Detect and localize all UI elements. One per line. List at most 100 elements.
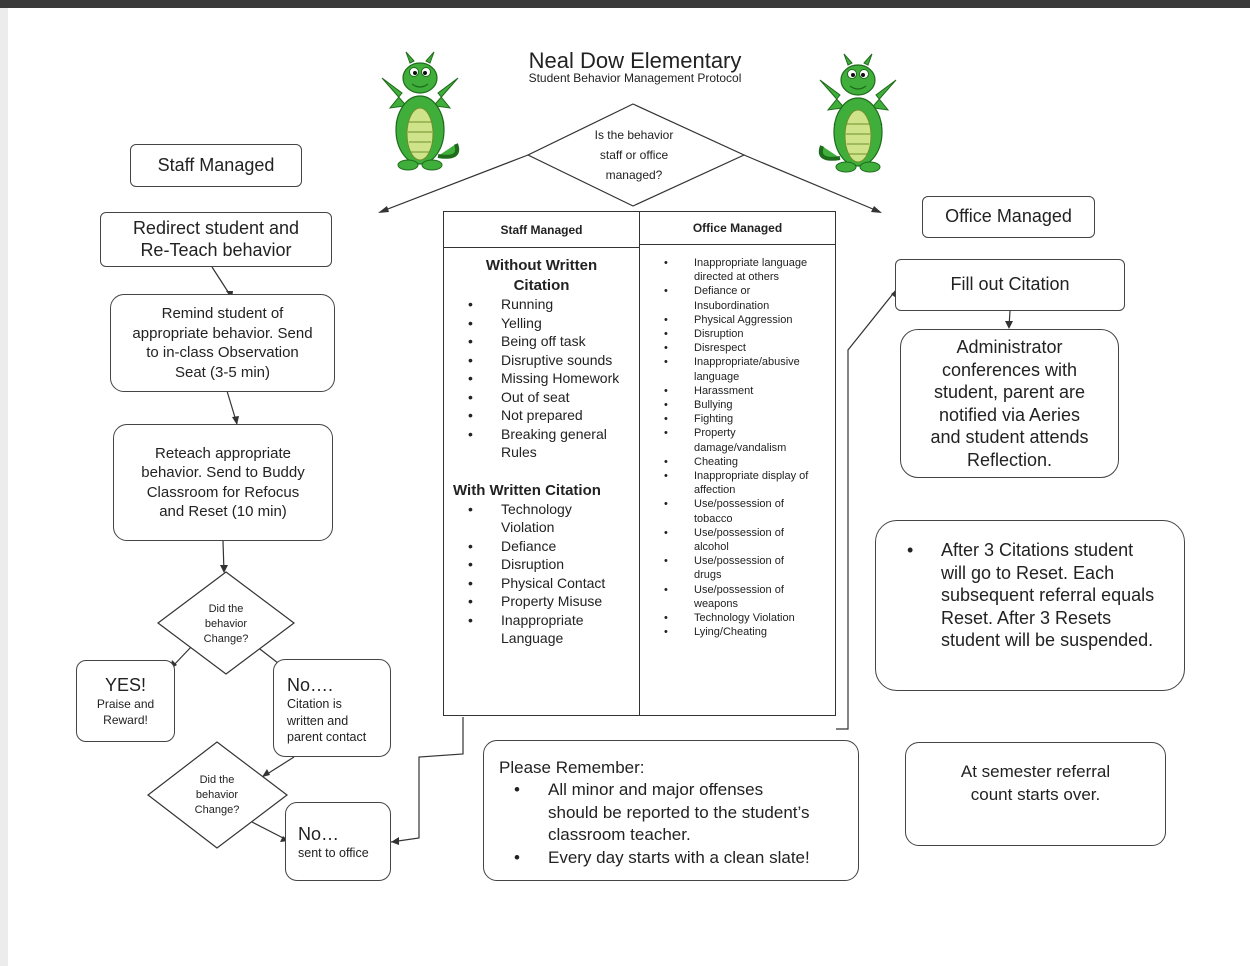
list-item: Physical Contact <box>444 574 639 593</box>
list-item: Cheating <box>640 455 835 469</box>
remember-line: should be reported to the student’s <box>548 802 810 822</box>
staff-managed-text: Staff Managed <box>157 154 275 175</box>
dragon-mascot-right-icon <box>818 53 897 173</box>
no-citation-line: Citation is <box>287 697 342 711</box>
reteach-box: Reteach appropriate behavior. Send to Bu… <box>113 424 333 541</box>
list-item: Disrespect <box>640 341 835 355</box>
admin-line: and student attends <box>930 427 1089 447</box>
without-heading-line: Citation <box>513 276 570 294</box>
rule-line: subsequent referral equals <box>941 585 1155 605</box>
list-item-line: Violation <box>501 519 555 535</box>
semester-line: At semester referral <box>960 762 1111 781</box>
rule-line: will go to Reset. Each <box>941 562 1115 583</box>
staff-managed-label: Staff Managed <box>130 144 302 187</box>
list-item-line: Insubordination <box>694 299 770 312</box>
list-item-line: Use/possession of <box>694 555 784 568</box>
list-item: Use/possession of alcohol <box>640 526 835 554</box>
list-item-line: Defiance or <box>694 285 751 298</box>
no-citation-line: parent contact <box>287 730 367 744</box>
list-item-line: language <box>694 370 740 383</box>
list-item-line: Inappropriate/abusive <box>694 356 800 369</box>
remind-line: appropriate behavior. Send <box>132 324 313 342</box>
admin-line: Administrator <box>956 337 1063 357</box>
table-header-office: Office Managed <box>640 212 835 245</box>
list-item-line: alcohol <box>694 541 729 554</box>
list-item: Disruption <box>640 327 835 341</box>
remember-box: Please Remember: • All minor and major o… <box>483 740 859 881</box>
list-item: Physical Aggression <box>640 313 835 327</box>
list-item-line: weapons <box>694 597 739 610</box>
no-citation-box: No…. Citation is written and parent cont… <box>273 659 391 757</box>
reteach-line: Classroom for Refocus <box>146 483 300 501</box>
reteach-line: and Reset (10 min) <box>159 503 287 520</box>
list-item-line: Use/possession of <box>694 526 784 539</box>
remember-line: Every day starts with a clean slate! <box>548 847 810 867</box>
decision-top-line: managed? <box>605 168 663 182</box>
list-item-line: drugs <box>694 569 722 582</box>
reteach-line: behavior. Send to Buddy <box>141 464 305 481</box>
list-item: Disruption <box>444 555 639 574</box>
admin-box: Administrator conferences with student, … <box>900 329 1119 478</box>
list-item: Property Misuse <box>444 592 639 611</box>
list-item-line: tobacco <box>694 512 733 525</box>
remind-line: Remind student of <box>161 305 284 322</box>
remember-title: Please Remember: <box>499 758 645 777</box>
with-citation-heading: With Written Citation <box>453 481 601 499</box>
window-left-edge <box>0 8 8 966</box>
remember-line: All minor and major offenses <box>548 780 764 799</box>
list-item-line: affection <box>694 484 736 497</box>
without-heading-line: Without Written <box>485 257 598 274</box>
yes-line: Reward! <box>103 713 148 727</box>
decision1-line: Did the <box>208 603 244 615</box>
remind-box: Remind student of appropriate behavior. … <box>110 294 335 392</box>
admin-line: notified via Aeries <box>938 404 1081 425</box>
list-item: Defiance <box>444 537 639 556</box>
list-item-line: damage/vandalism <box>694 441 787 454</box>
page-title: Neal Dow Elementary <box>528 48 742 73</box>
office-managed-label: Office Managed <box>922 196 1095 238</box>
list-item: Running <box>444 295 639 314</box>
decision-top-line: staff or office <box>599 148 669 162</box>
list-item: Fighting <box>640 412 835 426</box>
no-office-box: No… sent to office <box>285 802 391 881</box>
no-citation-line: written and <box>287 713 349 728</box>
redirect-line: Redirect student and <box>132 217 300 238</box>
fill-citation-text: Fill out Citation <box>950 274 1070 295</box>
remind-line: Seat (3-5 min) <box>174 363 271 381</box>
staff-column: Without Written Citation Running Yelling… <box>444 256 639 648</box>
list-item: Bullying <box>640 398 835 412</box>
decision2-line: behavior <box>195 788 239 801</box>
list-item: Lying/Cheating <box>640 625 835 639</box>
behavior-table: Staff Managed Office Managed Without Wri… <box>443 211 836 716</box>
list-item: Missing Homework <box>444 369 639 388</box>
list-item: Technology Violation <box>640 611 835 625</box>
list-item-line: Rules <box>501 444 537 460</box>
no-citation-title: No…. <box>287 675 334 695</box>
table-header-staff: Staff Managed <box>444 212 639 248</box>
list-item-line: Property <box>694 427 736 440</box>
without-citation-heading: Without Written Citation <box>444 256 639 295</box>
list-item-line: Breaking general <box>501 425 607 442</box>
window-top-bar <box>0 0 1250 8</box>
decision-top-text: Is the behavior staff or office managed? <box>572 125 696 185</box>
list-item: Out of seat <box>444 388 639 407</box>
admin-line: conferences with <box>941 359 1078 380</box>
reteach-line: Reteach appropriate <box>155 444 291 462</box>
bullet-icon: • <box>907 540 914 560</box>
rule-line: student will be suspended. <box>941 630 1154 650</box>
list-item-line: Inappropriate display of <box>694 470 809 483</box>
yes-line: Praise and <box>96 697 155 711</box>
yes-title: YES! <box>104 675 147 695</box>
list-item-line: Use/possession of <box>694 583 784 596</box>
admin-line: student, parent are <box>933 382 1086 402</box>
semester-line: count starts over. <box>970 784 1101 804</box>
no-office-text: sent to office <box>298 846 369 860</box>
remember-item: • Every day starts with a clean slate! <box>499 847 858 870</box>
